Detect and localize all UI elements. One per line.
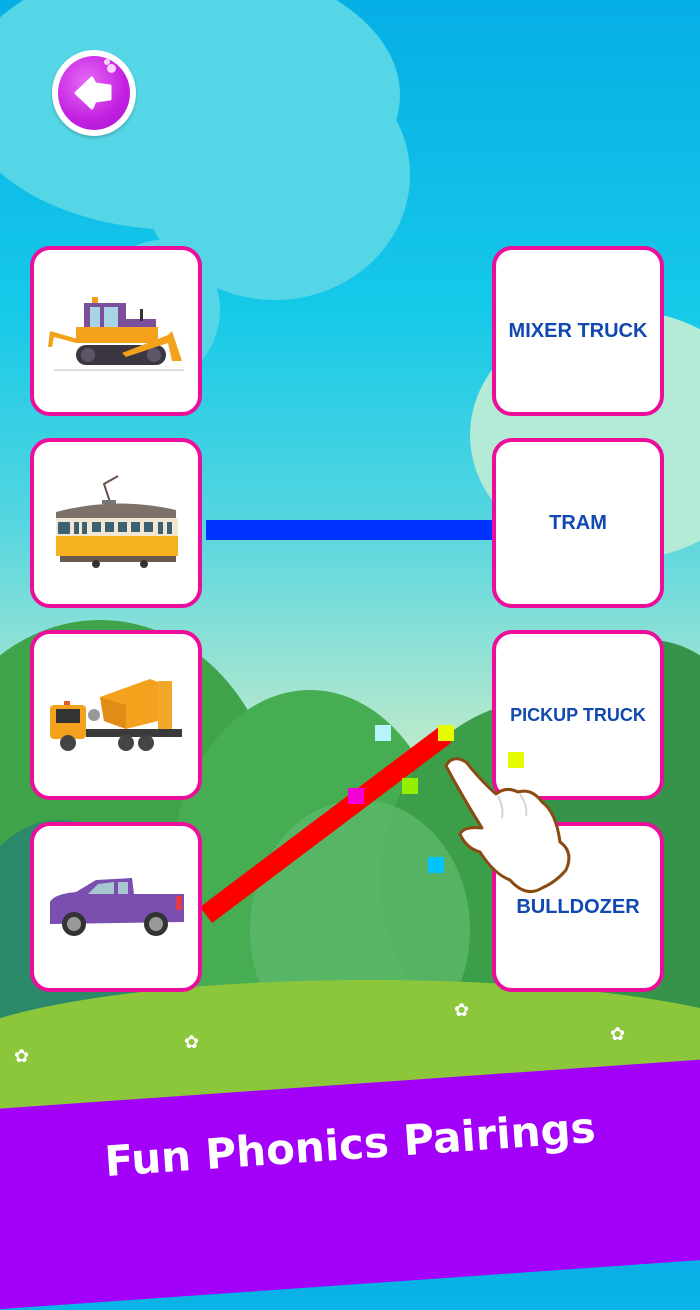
mixer-truck-image bbox=[50, 679, 182, 751]
flower-icon: ✿ bbox=[454, 1000, 470, 1020]
back-button[interactable] bbox=[52, 50, 136, 136]
sparkle bbox=[402, 778, 418, 794]
flower-icon: ✿ bbox=[184, 1032, 200, 1052]
image-card-pickup-truck[interactable] bbox=[30, 822, 202, 992]
sparkle bbox=[438, 725, 454, 741]
tram-image bbox=[56, 475, 178, 568]
image-card-bulldozer[interactable] bbox=[30, 246, 202, 416]
back-button-face bbox=[58, 56, 130, 130]
image-card-tram[interactable] bbox=[30, 438, 202, 608]
flower-icon: ✿ bbox=[14, 1046, 30, 1066]
pickup-truck-image bbox=[50, 878, 184, 936]
pointing-hand-icon bbox=[444, 757, 571, 894]
sparkle bbox=[428, 857, 444, 873]
sparkle bbox=[348, 788, 364, 804]
matched-connection-line bbox=[206, 520, 496, 540]
word-card-pickup-truck[interactable]: PICKUP TRUCK bbox=[492, 630, 664, 800]
bulldozer-image bbox=[48, 297, 184, 371]
flower-icon: ✿ bbox=[610, 1024, 626, 1044]
word-label: TRAM bbox=[549, 511, 607, 534]
word-label: MIXER TRUCK bbox=[508, 319, 648, 342]
word-label: PICKUP TRUCK bbox=[510, 704, 646, 725]
word-card-tram[interactable]: TRAM bbox=[492, 438, 664, 608]
sparkle bbox=[508, 752, 524, 768]
sparkle bbox=[375, 725, 391, 741]
word-card-mixer-truck[interactable]: MIXER TRUCK bbox=[492, 246, 664, 416]
arrow-left-icon bbox=[74, 76, 112, 110]
image-card-mixer-truck[interactable] bbox=[30, 630, 202, 800]
word-label: BULLDOZER bbox=[516, 895, 640, 918]
